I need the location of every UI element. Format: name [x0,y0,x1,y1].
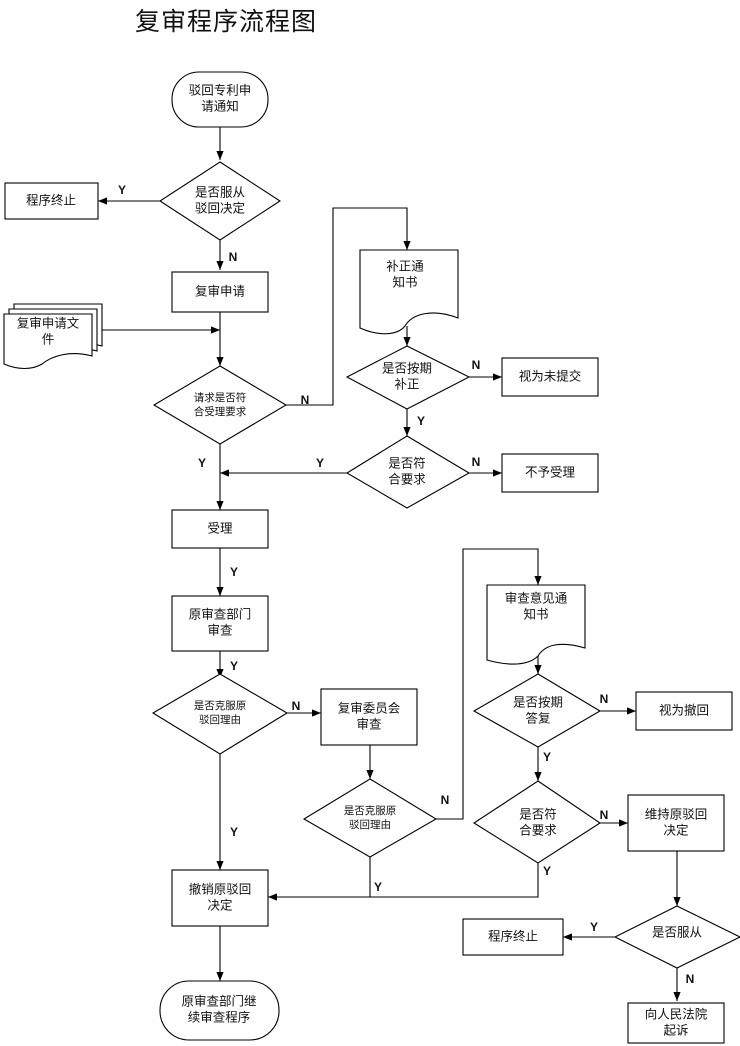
edge-label-y-9: Y [230,565,238,579]
edge-label-y-7: Y [316,456,324,470]
node-label-start: 驳回专利申请通知 [189,83,252,114]
node-label-d-accept-rejection: 是否服从驳回决定 [195,185,245,216]
node-d4-shape [345,435,471,509]
node-withdrawn-shape [635,691,733,731]
node-end-bottom-shape [462,918,564,956]
node-label-d-reply-on-time: 是否按期答复 [513,695,563,726]
node-labels: 驳回专利申请通知是否服从驳回决定程序终止复审申请复审申请文件请求是否符合受理要求… [17,83,709,1038]
edge-label-n-17: N [600,808,609,822]
edge-label-n-15: N [600,692,609,706]
node-label-end-bottom: 程序终止 [488,929,538,944]
node-label-end-top: 程序终止 [26,193,76,208]
connectors [96,127,681,1001]
edge-label-y-5: Y [417,414,425,428]
nodes [3,71,740,1044]
edge-label-y-14: Y [374,880,382,894]
node-label-end-continue: 原审查部门继续审查程序 [181,994,256,1025]
edge-label-y-18: Y [543,864,551,878]
node-d7-shape [472,673,602,748]
node-label-request: 复审申请 [195,284,245,299]
node-d8-shape [472,780,601,864]
node-label-d-meets-request: 请求是否符合受理要求 [194,391,247,418]
node-sue-shape [627,1002,725,1044]
edge-label-y-12: Y [230,825,238,839]
edge-d6-to-opinion [436,548,542,820]
node-d1-shape [158,161,282,241]
node-label-deemed-not-submitted: 视为未提交 [519,369,582,384]
node-label-not-accepted: 不予受理 [525,465,576,480]
node-label-d-meets-requirement-2: 是否符合要求 [519,807,557,838]
node-d9-shape [613,905,740,969]
node-label-d-accept: 是否服从 [652,925,702,940]
node-d3-shape [345,345,471,410]
node-request-shape [171,271,269,313]
node-opinion-shape [486,584,586,665]
node-label-d-meets-requirement-1: 是否符合要求 [388,456,426,487]
node-label-d-overcome-2: 是否克服原驳回理由 [344,805,397,831]
edge-label-y-19: Y [590,920,598,934]
page-title: 复审程序流程图 [135,7,318,36]
node-maintain-shape [627,794,725,852]
node-review-shape [171,595,269,652]
edge-d2-to-correction [286,207,411,406]
edge-label-n-13: N [441,793,450,807]
node-docs-shape-front [3,313,93,370]
node-label-request-docs: 复审申请文件 [17,316,80,347]
edge-label-y-8: Y [198,456,206,470]
node-correction-shape [359,249,459,335]
edge-label-n-20: N [686,972,695,986]
node-not-submitted-shape [501,357,599,397]
node-not-accepted-shape [501,453,599,493]
edge-d8-to-revoke [370,863,539,898]
edge-label-y-16: Y [543,750,551,764]
edge-labels: Y N N N Y N Y Y Y Y N Y N Y N Y N Y Y N [118,183,694,986]
node-label-revoke-rejection: 撤销原驳回决定 [189,882,252,913]
node-board-shape [320,688,418,746]
edge-label-n-6: N [472,455,481,469]
edge-label-y-1: Y [118,183,126,197]
edge-label-n-3: N [301,393,310,407]
edge-label-y-10: Y [230,659,238,673]
node-d2-shape [152,365,288,445]
node-end-top-shape [4,182,99,220]
node-label-accepted: 受理 [207,521,233,536]
node-label-correction-notice: 补正通知书 [386,259,424,290]
node-d6-shape [302,778,438,858]
node-label-maintain-rejection: 维持原驳回决定 [645,807,708,838]
edge-label-n-11: N [292,699,301,713]
edge-label-n-4: N [472,358,481,372]
node-start-shape [171,71,269,128]
node-label-board-review: 复审委员会审查 [338,701,401,732]
node-d5-shape [151,673,289,755]
edge-label-n-2: N [229,250,238,264]
node-label-d-corrected-on-time: 是否按期补正 [382,361,432,392]
node-label-opinion-notice: 审查意见通知书 [505,591,568,622]
node-accepted-shape [171,509,269,549]
node-label-deemed-withdrawn: 视为撤回 [659,703,709,718]
node-label-original-dept-review: 原审查部门审查 [189,607,252,638]
node-revoke-shape [171,869,269,927]
node-end-continue-shape [159,980,280,1041]
node-label-d-overcome-1: 是否克服原驳回理由 [194,700,247,726]
node-label-sue: 向人民法院起诉 [645,1007,708,1038]
